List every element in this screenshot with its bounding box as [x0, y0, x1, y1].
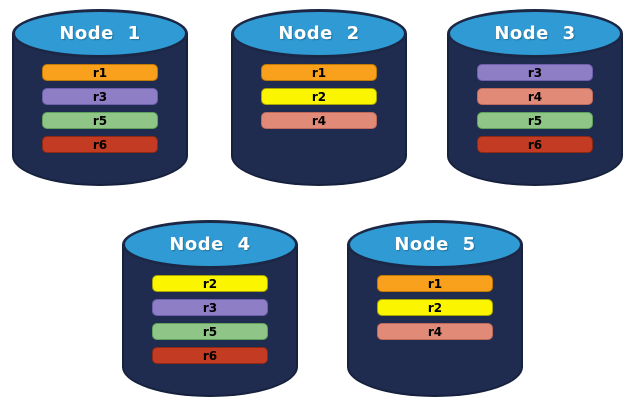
replica-label: r4: [311, 113, 327, 128]
node-title: Node 4: [169, 234, 251, 255]
replica-bar-r4: r4: [477, 88, 593, 105]
node-title: Node 5: [394, 234, 476, 255]
replica-label: r3: [527, 65, 543, 80]
node-3-cylinder: Node 3 r3 r4 r5 r6: [447, 9, 623, 186]
replica-label: r6: [92, 137, 108, 152]
replica-bar-r6: r6: [477, 136, 593, 153]
replica-label: r2: [427, 300, 443, 315]
replica-label: r6: [202, 348, 218, 363]
replica-label: r4: [427, 324, 443, 339]
replica-bar-r2: r2: [261, 88, 377, 105]
node-1-cylinder: Node 1 r1 r3 r5 r6: [12, 9, 188, 186]
replica-bar-r5: r5: [477, 112, 593, 129]
cylinder-top: Node 5: [347, 220, 523, 269]
cylinder-body: [347, 244, 523, 397]
cylinder-body: [447, 33, 623, 186]
replica-label: r4: [527, 89, 543, 104]
replica-bar-r4: r4: [377, 323, 493, 340]
cylinder-top: Node 3: [447, 9, 623, 58]
replica-label: r5: [202, 324, 218, 339]
replica-bar-r2: r2: [377, 299, 493, 316]
node-title: Node 2: [278, 23, 360, 44]
replica-bar-r1: r1: [377, 275, 493, 292]
replica-bar-r2: r2: [152, 275, 268, 292]
replica-bar-r6: r6: [152, 347, 268, 364]
replica-bar-r3: r3: [42, 88, 158, 105]
node-title: Node 1: [59, 23, 141, 44]
replica-list: r1 r2 r4: [261, 64, 377, 129]
replica-list: r3 r4 r5 r6: [477, 64, 593, 153]
replica-bar-r4: r4: [261, 112, 377, 129]
node-title: Node 3: [494, 23, 576, 44]
replica-label: r1: [427, 276, 443, 291]
cylinder-top: Node 4: [122, 220, 298, 269]
node-5-cylinder: Node 5 r1 r2 r4: [347, 220, 523, 397]
replica-list: r1 r3 r5 r6: [42, 64, 158, 153]
replica-label: r1: [92, 65, 108, 80]
replica-label: r5: [92, 113, 108, 128]
replica-bar-r1: r1: [42, 64, 158, 81]
replica-label: r3: [202, 300, 218, 315]
replica-bar-r6: r6: [42, 136, 158, 153]
replica-label: r1: [311, 65, 327, 80]
node-2-cylinder: Node 2 r1 r2 r4: [231, 9, 407, 186]
replica-list: r1 r2 r4: [377, 275, 493, 340]
cylinder-body: [122, 244, 298, 397]
replica-label: r6: [527, 137, 543, 152]
replica-label: r3: [92, 89, 108, 104]
node-4-cylinder: Node 4 r2 r3 r5 r6: [122, 220, 298, 397]
cylinder-top: Node 2: [231, 9, 407, 58]
replica-bar-r5: r5: [42, 112, 158, 129]
replica-label: r2: [311, 89, 327, 104]
replica-label: r2: [202, 276, 218, 291]
replica-bar-r1: r1: [261, 64, 377, 81]
replica-bar-r5: r5: [152, 323, 268, 340]
replica-list: r2 r3 r5 r6: [152, 275, 268, 364]
replica-bar-r3: r3: [477, 64, 593, 81]
cylinder-top: Node 1: [12, 9, 188, 58]
cylinder-body: [12, 33, 188, 186]
replica-label: r5: [527, 113, 543, 128]
cylinder-body: [231, 33, 407, 186]
replica-bar-r3: r3: [152, 299, 268, 316]
